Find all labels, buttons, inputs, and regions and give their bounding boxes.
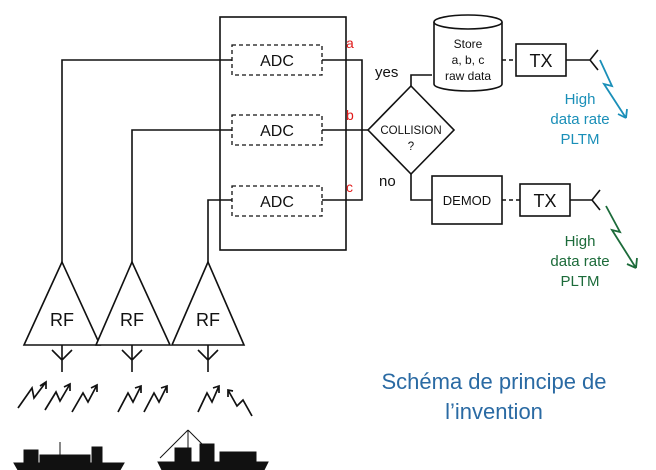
tx-label: TX	[529, 51, 552, 71]
rf-amplifier-3: RF	[170, 259, 246, 346]
caption-line-2: l’invention	[445, 399, 543, 424]
demod-block: DEMOD	[431, 175, 503, 225]
ship-icon	[13, 429, 269, 470]
tx-block-1: TX	[515, 43, 567, 77]
rf-amplifier-1: RF	[22, 260, 102, 346]
demod-label: DEMOD	[443, 193, 491, 208]
rf2-to-adc-b-wire	[131, 129, 232, 270]
yes-label: yes	[375, 64, 398, 81]
collision-question: ?	[408, 141, 414, 153]
rf-amplifier-2: RF	[94, 260, 172, 346]
caption-line-1: Schéma de principe de	[381, 369, 606, 394]
antenna-icon	[566, 49, 601, 211]
channel-label-b: b	[346, 107, 354, 123]
adc-block-b: ADC	[231, 114, 323, 146]
link-line-2: data rate	[550, 253, 609, 270]
adc-block-a: ADC	[231, 44, 323, 76]
rf-label: RF	[50, 310, 74, 330]
channel-label-a: a	[346, 35, 354, 51]
rf3-to-adc-c-wire	[207, 199, 232, 270]
channel-label-c: c	[346, 179, 353, 195]
store-line-1: Store	[454, 37, 483, 51]
rf-label: RF	[196, 310, 220, 330]
store-line-2: a, b, c	[452, 53, 485, 67]
downlink-label-2: High data rate PLTM	[550, 233, 609, 290]
link-line-3: PLTM	[561, 131, 600, 148]
rf-label: RF	[120, 310, 144, 330]
store-line-3: raw data	[445, 69, 491, 83]
link-line-3: PLTM	[561, 273, 600, 290]
link-line-1: High	[565, 91, 596, 108]
link-line-2: data rate	[550, 111, 609, 128]
rf1-to-adc-a-wire	[61, 59, 232, 270]
yes-branch-wire	[410, 74, 432, 86]
lightning-icon	[17, 380, 253, 417]
no-branch-wire	[410, 174, 432, 201]
store-raw-data-cylinder: Store a, b, c raw data	[433, 14, 503, 92]
antenna-icon	[51, 345, 219, 372]
adc-block-c: ADC	[231, 185, 323, 217]
adc-label: ADC	[260, 194, 294, 211]
link-line-1: High	[565, 233, 596, 250]
lightning-icon	[599, 59, 638, 269]
tx-label: TX	[533, 191, 556, 211]
downlink-label-1: High data rate PLTM	[550, 91, 609, 148]
no-label: no	[379, 173, 396, 190]
collision-label: COLLISION	[380, 125, 441, 137]
adc-label: ADC	[260, 53, 294, 70]
tx-block-2: TX	[519, 183, 571, 217]
adc-label: ADC	[260, 123, 294, 140]
collision-decision: COLLISION ?	[366, 84, 456, 176]
